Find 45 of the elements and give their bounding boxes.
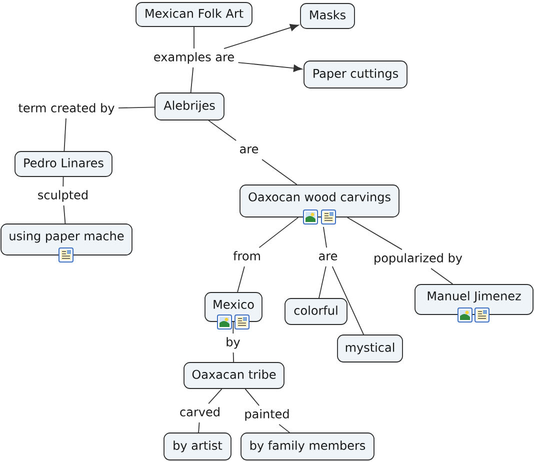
linking-phrase: popularized by — [374, 253, 462, 265]
linking-phrase: are — [240, 146, 258, 154]
connector-line — [190, 67, 194, 93]
connector-line — [208, 120, 237, 141]
concept-box: using paper mache — [0, 224, 132, 256]
connector-line — [63, 205, 66, 224]
connector-line — [64, 118, 66, 152]
concept-box: Alebrijes — [154, 92, 224, 120]
linking-phrase: examples are — [154, 52, 234, 64]
connector-line — [323, 226, 328, 248]
arrow — [224, 24, 299, 49]
linking-phrase: by — [226, 337, 240, 349]
connector-line — [237, 266, 245, 292]
concept-box: Masks — [300, 3, 355, 29]
linking-phrase: term created by — [18, 103, 114, 115]
concept-box: Pedro Linares — [14, 151, 112, 177]
concept-box: colorful — [284, 298, 348, 325]
linking-phrase: painted — [245, 409, 289, 421]
concept-box: mystical — [337, 334, 403, 362]
connector-line — [346, 217, 402, 250]
concept-box: Mexican Folk Art — [136, 2, 252, 27]
connector-line — [244, 388, 260, 406]
connector-line — [332, 266, 364, 335]
linking-phrase: sculpted — [38, 190, 88, 202]
concept-box: Paper cuttings — [304, 60, 408, 88]
connector-line — [258, 217, 299, 248]
connector-line — [232, 322, 234, 334]
concept-box: Manuel Jimenez — [414, 284, 534, 315]
connector-line — [318, 266, 326, 298]
connector-line — [278, 424, 290, 433]
arrow — [238, 62, 302, 72]
linking-phrase: carved — [180, 407, 220, 416]
connector-line — [208, 388, 222, 404]
concept-box: by family members — [240, 432, 374, 460]
concept-box: Oaxacan tribe — [184, 362, 284, 389]
connector-line — [198, 422, 200, 433]
concept-box: by artist — [164, 432, 232, 460]
linking-phrase: from — [233, 251, 260, 260]
linking-phrase: are — [319, 254, 338, 260]
connector-line — [118, 106, 155, 108]
connector-line — [262, 159, 298, 185]
connector-line — [232, 352, 234, 362]
connector-line — [430, 268, 454, 284]
concept-box: Oaxocan wood carvings — [240, 184, 400, 218]
connector-line — [62, 176, 64, 187]
